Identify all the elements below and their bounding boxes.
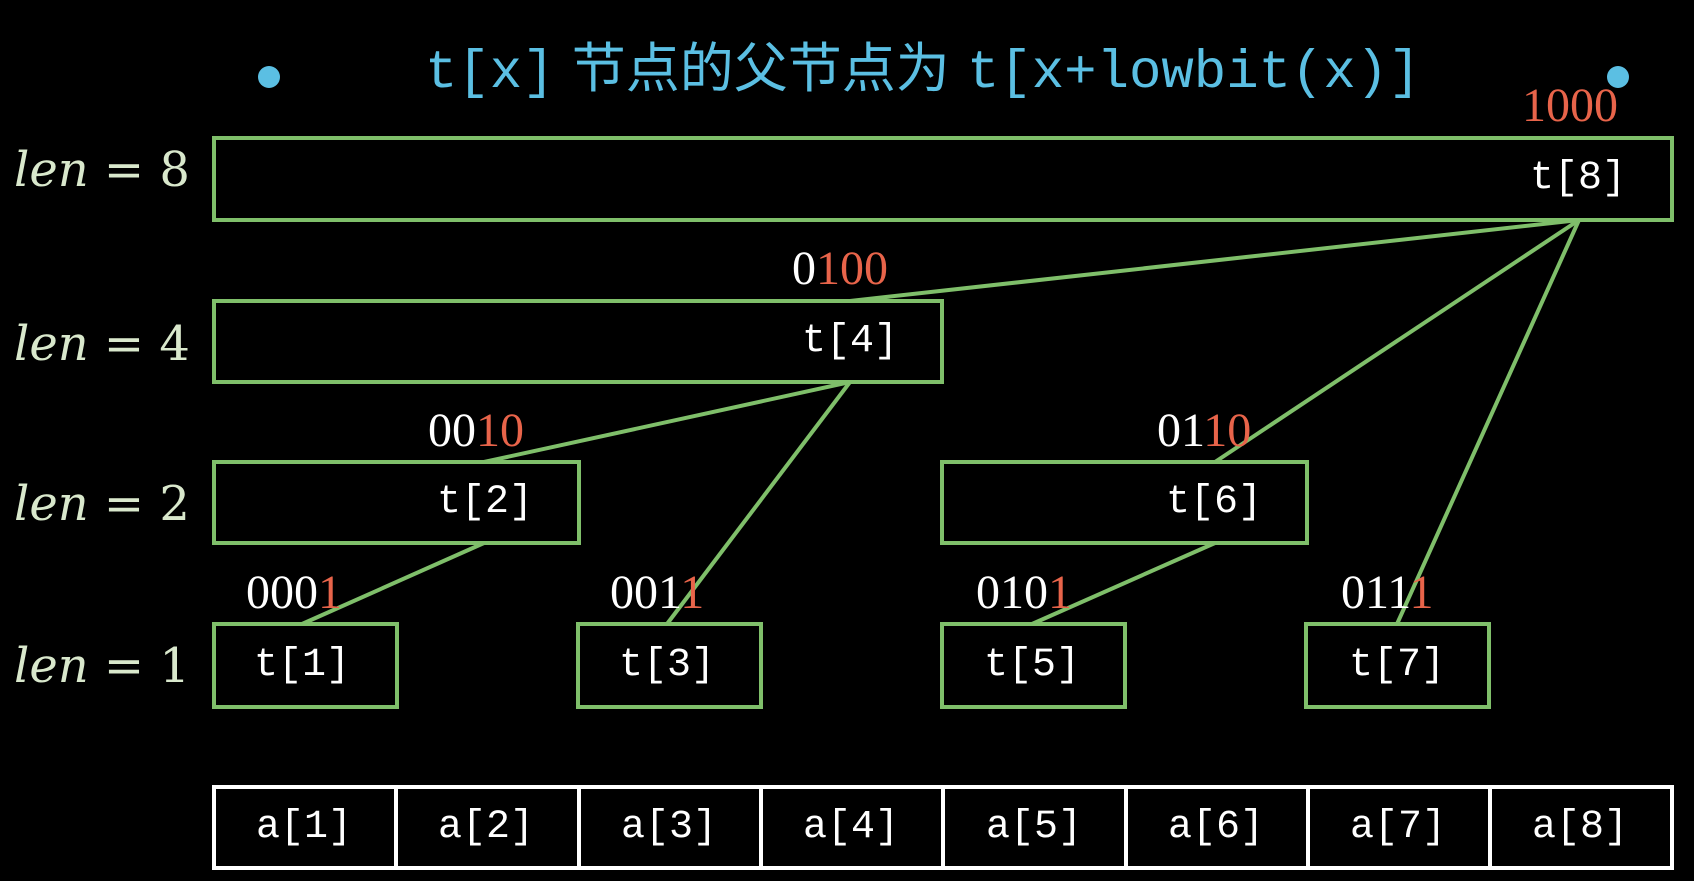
cell-a7: [1306, 785, 1492, 870]
title-cjk: 节点的父节点为: [554, 37, 967, 100]
box-t5: [940, 622, 1127, 709]
len-label-8: len = 8: [14, 142, 190, 198]
array-label-a2: a[2]: [438, 805, 535, 850]
array-label-a8: a[8]: [1532, 805, 1629, 850]
binary-label-t1: 0001: [246, 567, 342, 619]
binary-label-t6: 0110: [1157, 405, 1251, 457]
array-label-a6: a[6]: [1168, 805, 1265, 850]
cell-a3: [577, 785, 763, 870]
len-value: 8: [159, 142, 190, 198]
edge-t3-t4: [665, 380, 852, 626]
len-label-4: len = 4: [14, 316, 190, 372]
binary-plain: 001: [610, 566, 681, 619]
len-value: 1: [159, 638, 190, 694]
len-var: len: [14, 316, 89, 372]
binary-highlight: 100: [816, 242, 888, 295]
cell-a5: [941, 785, 1128, 870]
array-boxes: [212, 785, 1674, 870]
edge-t4-t8: [849, 218, 1580, 303]
edge-t2-t4: [483, 380, 851, 464]
len-value: 4: [159, 316, 190, 372]
binary-highlight: 10: [476, 404, 524, 457]
cell-a6: [1124, 785, 1310, 870]
node-label-t8: t[8]: [1530, 156, 1627, 201]
binary-highlight: 1: [1048, 566, 1072, 619]
binary-plain: 00: [428, 404, 476, 457]
binary-label-t2: 0010: [428, 405, 524, 457]
bullet-left-icon: [258, 66, 280, 88]
box-t1: [212, 622, 399, 709]
binary-plain: 011: [1341, 566, 1410, 619]
cell-a2: [394, 785, 581, 870]
binary-plain: 000: [246, 566, 318, 619]
node-label-t7: t[7]: [1349, 643, 1446, 688]
len-var: len: [14, 476, 89, 532]
binary-highlight: 1: [318, 566, 342, 619]
binary-plain: 01: [1157, 404, 1204, 457]
len-eq: =: [88, 316, 160, 372]
parent-edges: [301, 218, 1581, 626]
tree-boxes: [212, 136, 1674, 709]
array-label-a4: a[4]: [803, 805, 900, 850]
edge-t6-t8: [1213, 218, 1581, 464]
edge-t5-t6: [1031, 541, 1216, 626]
box-t2: [212, 460, 581, 545]
binary-highlight: 1: [1409, 566, 1434, 619]
edge-t1-t2: [301, 541, 485, 626]
binary-label-t3: 0011: [610, 567, 704, 619]
len-eq: =: [88, 638, 160, 694]
binary-highlight: 1: [680, 566, 705, 619]
title-text: t[x] 节点的父节点为 t[x+lowbit(x)]: [425, 34, 1421, 109]
box-t8: [212, 136, 1674, 222]
box-t4: [212, 299, 944, 384]
binary-label-t7: 0111: [1341, 567, 1433, 619]
node-label-t1: t[1]: [254, 643, 351, 688]
title-suffix: t[x+lowbit(x)]: [966, 43, 1421, 104]
array-label-a7: a[7]: [1350, 805, 1447, 850]
len-label-2: len = 2: [14, 476, 190, 532]
box-t7: [1304, 622, 1491, 709]
len-eq: =: [88, 476, 160, 532]
len-eq: =: [88, 142, 160, 198]
binary-plain: 010: [976, 566, 1048, 619]
array-connectors: [300, 220, 1581, 787]
slide-title: t[x] 节点的父节点为 t[x+lowbit(x)]: [0, 22, 1694, 104]
edge-t7-t8: [1395, 219, 1581, 625]
len-value: 2: [159, 476, 190, 532]
box-t6: [940, 460, 1309, 545]
box-t3: [576, 622, 763, 709]
cell-a8: [1488, 785, 1674, 870]
cell-a4: [759, 785, 945, 870]
binary-label-t4: 0100: [792, 243, 888, 295]
array-label-a3: a[3]: [621, 805, 718, 850]
node-label-t4: t[4]: [802, 319, 899, 364]
binary-plain: 0: [792, 242, 816, 295]
array-label-a5: a[5]: [986, 805, 1083, 850]
node-label-t6: t[6]: [1166, 480, 1263, 525]
array-label-a1: a[1]: [256, 805, 353, 850]
len-var: len: [14, 142, 89, 198]
binary-label-t8: 1000: [1522, 80, 1618, 132]
len-label-1: len = 1: [14, 638, 190, 694]
bullet-right-icon: [1607, 66, 1629, 88]
node-label-t3: t[3]: [619, 643, 716, 688]
binary-label-t5: 0101: [976, 567, 1072, 619]
title-prefix: t[x]: [425, 43, 555, 104]
binary-highlight: 1000: [1522, 79, 1618, 132]
node-label-t2: t[2]: [437, 480, 534, 525]
node-label-t5: t[5]: [984, 643, 1081, 688]
binary-highlight: 10: [1203, 404, 1252, 457]
len-var: len: [14, 638, 89, 694]
